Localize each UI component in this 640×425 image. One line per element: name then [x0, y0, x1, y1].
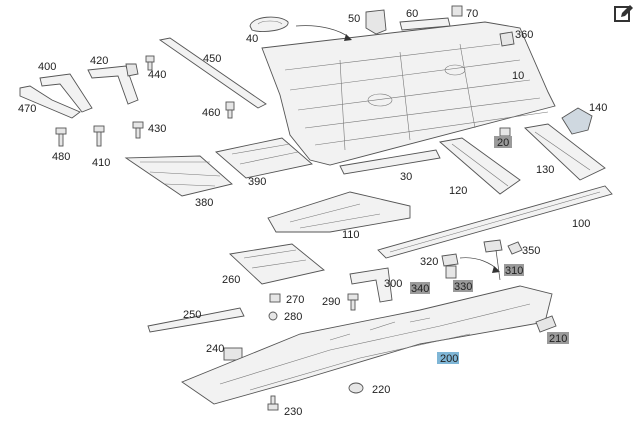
part-280-bolt[interactable] — [268, 311, 278, 321]
part-350-clip[interactable] — [507, 241, 523, 255]
part-360-bracket[interactable] — [499, 31, 515, 47]
part-480-bolt[interactable] — [55, 127, 67, 147]
part-470-plate[interactable] — [19, 85, 81, 119]
part-450-rail[interactable] — [158, 37, 267, 109]
part-460-bolt[interactable] — [225, 101, 235, 119]
part-400-bracket[interactable] — [39, 73, 93, 113]
label-430: 430 — [148, 123, 166, 135]
label-210: 210 — [549, 333, 567, 345]
label-400: 400 — [38, 61, 56, 73]
part-440-bolt[interactable] — [145, 55, 155, 71]
part-70-clip[interactable] — [451, 5, 463, 17]
part-270-clip[interactable] — [269, 293, 281, 303]
badge-20 — [494, 136, 512, 148]
part-260-panel[interactable] — [229, 243, 326, 285]
label-410: 410 — [92, 157, 110, 169]
part-410-bolt[interactable] — [93, 125, 105, 147]
label-450: 450 — [203, 53, 221, 65]
label-470: 470 — [18, 103, 36, 115]
part-220-grommet[interactable] — [348, 382, 364, 394]
label-60: 60 — [406, 8, 418, 20]
label-300: 300 — [384, 278, 402, 290]
label-480: 480 — [52, 151, 70, 163]
part-130-rail[interactable] — [524, 123, 606, 181]
label-350: 350 — [522, 245, 540, 257]
badge-200 — [437, 352, 459, 364]
part-310-bracket[interactable]: 310 — [483, 239, 524, 281]
label-130: 130 — [536, 164, 554, 176]
badge-310 — [504, 264, 524, 276]
part-50-bracket[interactable] — [365, 9, 387, 35]
label-380: 380 — [195, 197, 213, 209]
label-280: 280 — [284, 311, 302, 323]
part-300-bracket[interactable] — [349, 267, 393, 303]
label-290: 290 — [322, 296, 340, 308]
part-30-strip[interactable] — [339, 149, 441, 175]
label-360: 360 — [515, 29, 533, 41]
part-340-clip[interactable]: 340 — [410, 265, 457, 295]
label-10: 10 — [512, 70, 524, 82]
label-320: 320 — [420, 256, 438, 268]
part-230-bolt[interactable] — [267, 395, 279, 411]
label-50: 50 — [348, 13, 360, 25]
part-240-block[interactable] — [223, 347, 243, 361]
label-220: 220 — [372, 384, 390, 396]
arrow-head-320 — [492, 266, 500, 273]
leader-320 — [459, 257, 499, 271]
part-380-shield[interactable] — [124, 155, 233, 197]
part-120-rail[interactable] — [438, 137, 521, 195]
part-250-rail[interactable] — [147, 307, 245, 333]
label-340: 340 — [411, 283, 429, 295]
label-30: 30 — [400, 171, 412, 183]
label-270: 270 — [286, 294, 304, 306]
part-290-bolt[interactable] — [347, 293, 359, 311]
part-110-crossmember[interactable] — [267, 191, 411, 233]
label-420: 420 — [90, 55, 108, 67]
part-10-floor-pan[interactable] — [261, 21, 556, 166]
part-60-strip[interactable] — [399, 17, 451, 31]
label-460: 460 — [202, 107, 220, 119]
label-70: 70 — [466, 8, 478, 20]
part-100-sill[interactable] — [377, 185, 613, 259]
badge-340 — [410, 282, 430, 294]
label-120: 120 — [449, 185, 467, 197]
label-110: 110 — [342, 229, 360, 241]
label-330: 330 — [454, 281, 472, 293]
part-320-clip[interactable] — [441, 253, 459, 267]
label-200: 200 — [440, 353, 458, 365]
label-260: 260 — [222, 274, 240, 286]
label-250: 250 — [183, 309, 201, 321]
badge-330 — [453, 280, 473, 292]
part-430-bolt[interactable] — [132, 121, 144, 139]
part-330-clip[interactable]: 330 — [453, 280, 473, 293]
part-210-pad[interactable]: 210 — [535, 315, 569, 345]
part-20-plug[interactable]: 20 — [494, 127, 512, 149]
part-420-bracket[interactable] — [87, 63, 139, 105]
badge-210 — [547, 332, 569, 344]
label-100: 100 — [572, 218, 590, 230]
label-40: 40 — [246, 33, 258, 45]
part-200-underbody-panel[interactable]: 200 — [181, 285, 553, 405]
label-20: 20 — [497, 137, 509, 149]
label-390: 390 — [248, 176, 266, 188]
label-310: 310 — [505, 265, 523, 277]
part-140-bracket[interactable] — [561, 107, 593, 135]
leader-40 — [295, 25, 351, 39]
part-390-panel[interactable] — [215, 137, 313, 179]
label-140: 140 — [589, 102, 607, 114]
label-230: 230 — [284, 406, 302, 418]
label-440: 440 — [148, 69, 166, 81]
edit-button[interactable] — [612, 2, 636, 26]
label-240: 240 — [206, 343, 224, 355]
edit-icon — [614, 5, 633, 22]
arrow-head-40 — [344, 34, 352, 41]
part-40-seal[interactable] — [249, 16, 289, 33]
